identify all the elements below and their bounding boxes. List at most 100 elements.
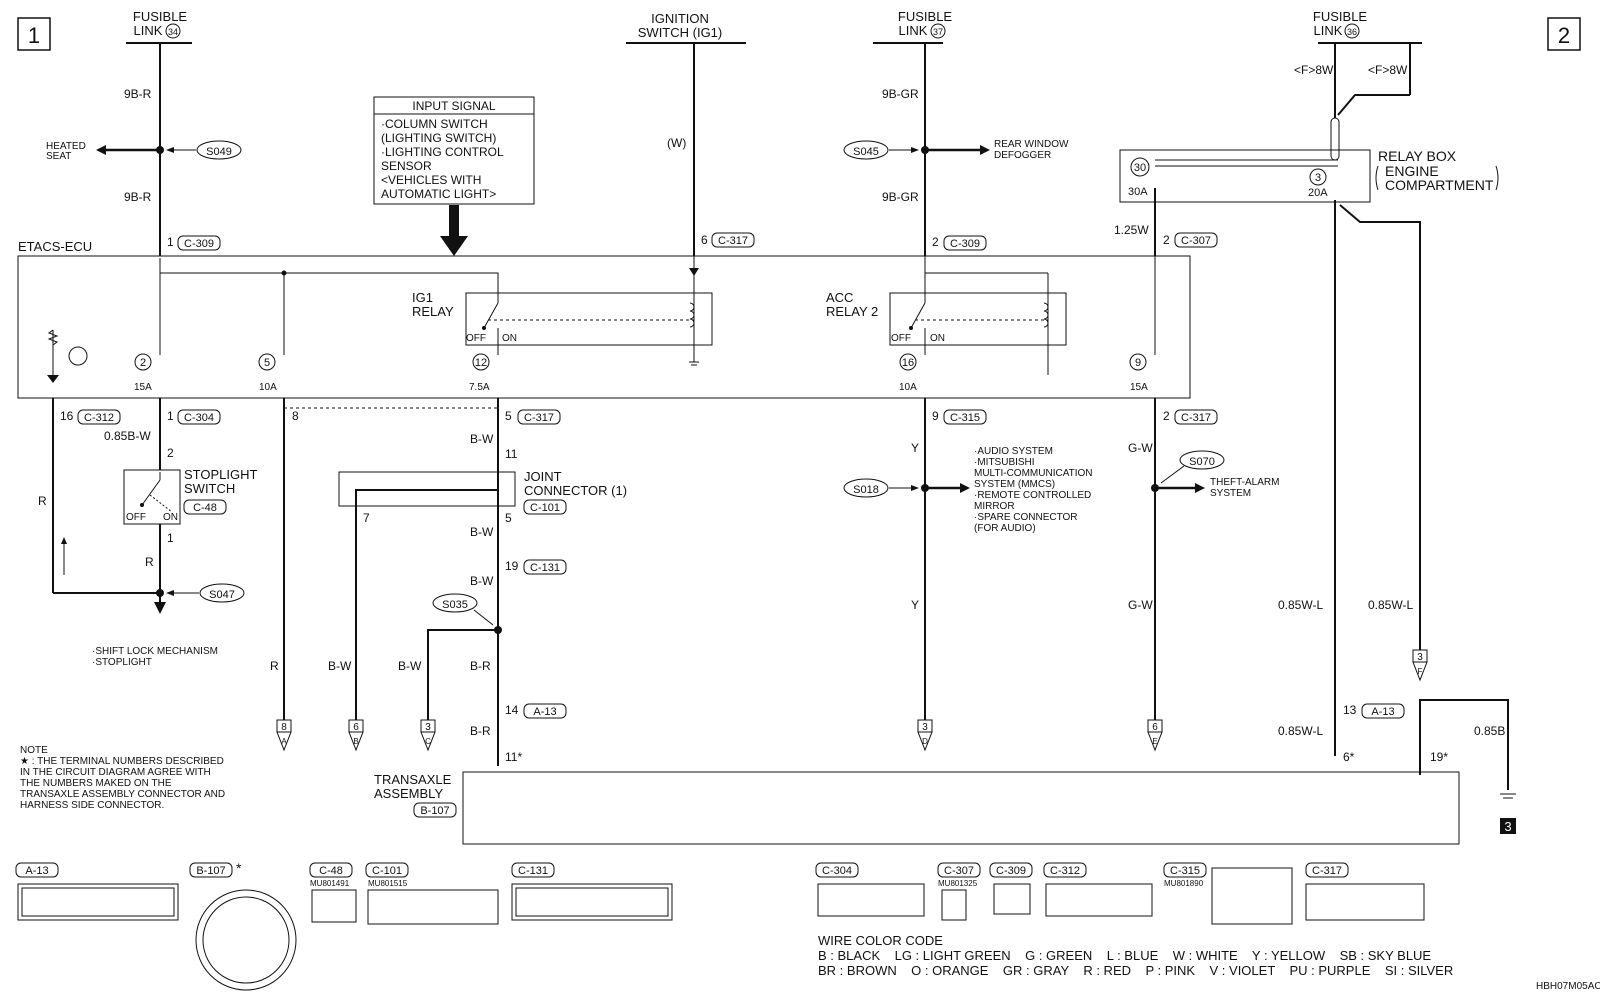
svg-text:C-317: C-317 [1312, 865, 1342, 877]
pin-label: 14 [505, 703, 519, 717]
wire-label: G-W [1128, 598, 1153, 612]
figure-code: HBH07M05AC [1536, 981, 1600, 992]
wire-label: B-W [470, 432, 494, 446]
wire-label: 1.25W [1114, 223, 1149, 237]
wire-color-code: WIRE COLOR CODE B : BLACK LG : LIGHT GRE… [818, 933, 1453, 978]
svg-text:FUSIBLE: FUSIBLE [1313, 9, 1368, 24]
wire-label: B-R [470, 659, 491, 673]
svg-text:JOINT: JOINT [524, 469, 562, 484]
svg-text:30: 30 [1134, 162, 1146, 174]
svg-text:TRANSAXLE: TRANSAXLE [374, 772, 452, 787]
svg-text:IG1: IG1 [412, 290, 433, 305]
fuse-amp: 15A [134, 382, 152, 393]
svg-text:B : BLACK LG : LIGHT GREEN: B : BLACK LG : LIGHT GREEN G : GREEN L :… [818, 948, 1431, 963]
offpage-connector: 3 F [1412, 649, 1428, 682]
pin-label: 13 [1343, 703, 1357, 717]
splice-s047: S047 [209, 589, 235, 601]
acc-relay-2: ACC RELAY 2 OFF ON [826, 256, 1067, 375]
svg-text:20A: 20A [1308, 187, 1328, 199]
svg-text:·REMOTE CONTROLLED: ·REMOTE CONTROLLED [974, 490, 1091, 501]
offpage-connector: 6 B [348, 719, 364, 752]
svg-text:★ : THE TERMINAL NUMBERS DESCR: ★ : THE TERMINAL NUMBERS DESCRIBED [20, 756, 224, 767]
wire-label: 0.85W-L [1278, 724, 1323, 738]
svg-text:ON: ON [163, 512, 178, 523]
svg-text:6: 6 [353, 722, 359, 733]
fuse-amp: 10A [259, 382, 277, 393]
wire-label: R [145, 555, 154, 569]
connector-view-c304: C-304 [815, 862, 925, 917]
wire-label: (W) [667, 136, 686, 150]
svg-text:BR : BROWN O : ORANGE GR: BR : BROWN O : ORANGE GR : GRAY R : RED … [818, 963, 1453, 978]
connector-c317c: C-317 [1181, 412, 1211, 424]
rear-defogger-label: REAR WINDOW [994, 139, 1069, 150]
page-marker-left: 1 [28, 23, 40, 48]
svg-text:D: D [922, 737, 928, 746]
shift-lock-label-2: ·STOPLIGHT [92, 657, 152, 668]
svg-text:·AUDIO SYSTEM: ·AUDIO SYSTEM [974, 446, 1053, 457]
connector-c315: C-315 [950, 412, 980, 424]
wire-label: B-W [398, 659, 422, 673]
connector-c307: C-307 [1181, 235, 1211, 247]
fusible-link-36: FUSIBLE LINK 36 [1313, 9, 1422, 44]
splice-s045: S045 [853, 146, 879, 158]
wire-label: 0.85B [1474, 724, 1505, 738]
svg-text:C-309: C-309 [996, 865, 1026, 877]
offpage-connector: 3 D [917, 719, 933, 752]
svg-text:<VEHICLES WITH: <VEHICLES WITH [381, 173, 481, 187]
svg-text:NOTE: NOTE [20, 745, 48, 756]
wire-label: R [270, 659, 279, 673]
svg-text:LINK: LINK [134, 23, 163, 38]
svg-text:8: 8 [281, 722, 287, 733]
fuse-amp: 7.5A [469, 382, 490, 393]
pin-label: 1 [167, 235, 174, 249]
svg-text:36: 36 [1347, 27, 1357, 37]
pin-label: 1 [167, 531, 174, 545]
svg-text:COMPARTMENT: COMPARTMENT [1385, 177, 1494, 193]
wire-label: R [38, 494, 47, 508]
svg-text:OFF: OFF [891, 333, 911, 344]
svg-text:STOPLIGHT: STOPLIGHT [184, 467, 258, 482]
fuse-num: 5 [264, 357, 270, 369]
fuse-amp: 10A [899, 382, 917, 393]
svg-text:RELAY: RELAY [412, 304, 454, 319]
offpage-connector: 6 E [1147, 719, 1163, 752]
svg-text:C-48: C-48 [319, 865, 343, 877]
svg-text:ENGINE: ENGINE [1385, 163, 1439, 179]
fuse-amp: 15A [1130, 382, 1148, 393]
connector-c304: C-304 [184, 412, 214, 424]
stoplight-switch: OFF ON STOPLIGHT SWITCH C-48 [123, 467, 258, 525]
relay-box-f8w-b: <F>8W [1368, 63, 1408, 77]
connector-c131: C-131 [530, 562, 560, 574]
connector-view-c309: C-309 [989, 862, 1033, 915]
relay-box-f8w-a: <F>8W [1294, 63, 1334, 77]
connector-view-a13: A-13 [15, 862, 179, 921]
pin-label: 1 [167, 409, 174, 423]
fuse-num: 16 [902, 357, 914, 369]
svg-text:(LIGHTING SWITCH): (LIGHTING SWITCH) [381, 131, 496, 145]
svg-text:HARNESS SIDE CONNECTOR.: HARNESS SIDE CONNECTOR. [20, 800, 164, 811]
svg-text:MU801890: MU801890 [1164, 879, 1204, 888]
svg-text:IN THE CIRCUIT DIAGRAM AGREE W: IN THE CIRCUIT DIAGRAM AGREE WITH [20, 767, 211, 778]
svg-text:TRANSAXLE ASSEMBLY CONNECTOR A: TRANSAXLE ASSEMBLY CONNECTOR AND [20, 789, 225, 800]
svg-text:SYSTEM (MMCS): SYSTEM (MMCS) [974, 479, 1055, 490]
connector-view-b107: B-107 * [189, 860, 297, 991]
connector-view-c48: C-48 MU801491 [309, 862, 357, 923]
wire-label: G-W [1128, 441, 1153, 455]
pin-label: 6* [1343, 750, 1355, 764]
svg-text:ACC: ACC [826, 290, 853, 305]
wire-label: 9B-R [124, 190, 152, 204]
fusible-link-37: FUSIBLE LINK 37 [873, 9, 952, 44]
svg-text:·COLUMN SWITCH: ·COLUMN SWITCH [381, 117, 488, 131]
pin-label: 11* [505, 750, 522, 764]
splice-s070: S070 [1189, 456, 1215, 468]
svg-text:C-312: C-312 [1050, 865, 1080, 877]
wire-label: 0.85W-L [1278, 598, 1323, 612]
pin-label: 19 [505, 559, 519, 573]
pin-label: 16 [60, 409, 74, 423]
svg-text:3: 3 [922, 722, 928, 733]
svg-text:AUTOMATIC LIGHT>: AUTOMATIC LIGHT> [381, 187, 496, 201]
fuse-num: 12 [475, 357, 487, 369]
splice-s035: S035 [442, 599, 468, 611]
pin-label: 9 [932, 409, 939, 423]
